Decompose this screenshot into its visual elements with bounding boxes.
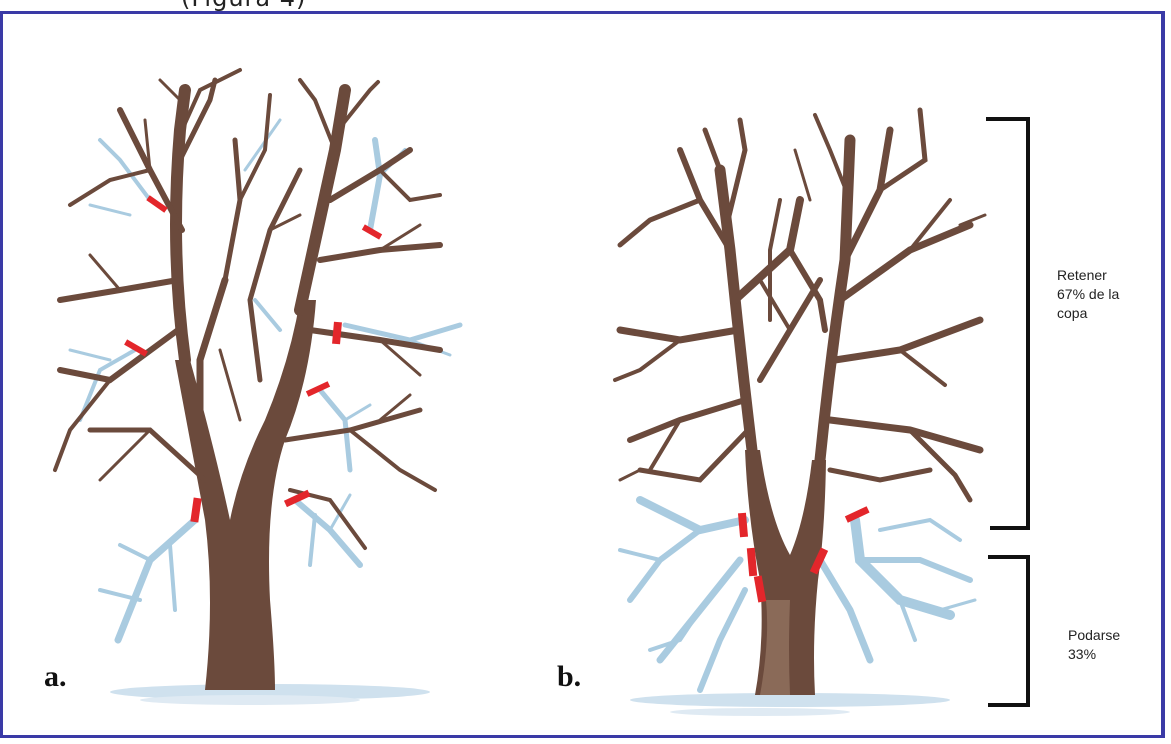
ground-shadow-a-2 — [140, 695, 360, 705]
ground-shadow-b — [630, 693, 950, 707]
tree-illustration-a — [55, 70, 460, 705]
prune-bracket — [988, 557, 1028, 705]
tree-illustration-b — [615, 110, 985, 716]
retain-bracket — [986, 119, 1028, 528]
panel-label-a: a. — [44, 660, 67, 694]
bracket-icon — [986, 119, 1028, 705]
main-branches-b — [615, 110, 985, 500]
retain-note: Retener 67% de la copa — [1057, 266, 1119, 323]
panel-label-b: b. — [557, 660, 581, 694]
trunk-a — [175, 300, 316, 690]
ground-shadow-b-2 — [670, 708, 850, 716]
prune-note: Podarse 33% — [1068, 626, 1120, 664]
